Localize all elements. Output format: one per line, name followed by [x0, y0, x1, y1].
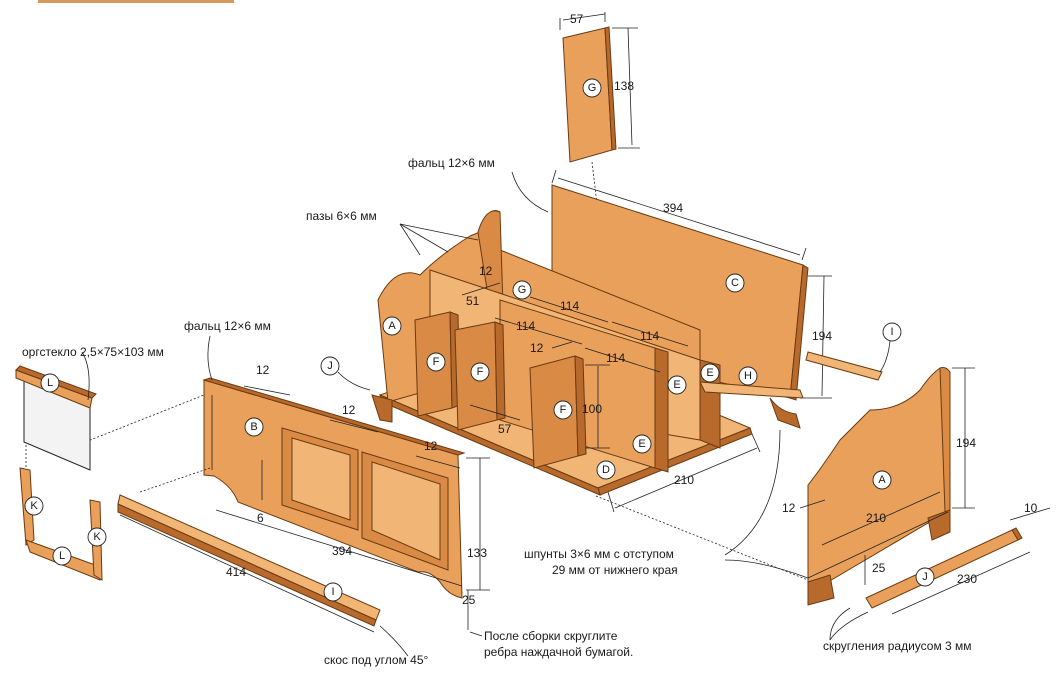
dim-b-133: 133	[467, 546, 487, 560]
label-f-2: F	[477, 366, 484, 378]
part-j-left: J	[320, 356, 371, 391]
dim-12-top: 12	[479, 264, 493, 278]
dim-114-a: 114	[560, 299, 579, 313]
header-bar	[38, 0, 234, 3]
dim-a-width: 210	[866, 511, 886, 525]
note-dowels-2: 29 мм от нижнего края	[552, 563, 678, 577]
main-box: D A E E E F F F	[306, 209, 804, 513]
label-a-right: A	[878, 474, 886, 486]
label-e-mid: E	[673, 379, 680, 391]
note-rounding: скругления радиусом 3 мм	[823, 639, 972, 653]
label-g-slot: G	[518, 284, 527, 296]
label-k-left: K	[30, 500, 38, 512]
dim-a-12: 12	[782, 501, 796, 515]
dim-j-230: 230	[957, 572, 977, 586]
label-l-bottom: L	[59, 550, 65, 562]
dim-57: 57	[498, 422, 512, 436]
label-b: B	[250, 421, 257, 433]
label-i-front: I	[331, 586, 334, 598]
part-a-right: A 194 210 12 25	[782, 367, 976, 606]
label-f-3: F	[560, 404, 567, 416]
dim-114-c: 114	[516, 319, 535, 333]
label-j-right: J	[922, 571, 928, 583]
note-dowels-1: шпунты 3×6 мм с отступом	[524, 547, 674, 561]
dowel-note: шпунты 3×6 мм с отступом 29 мм от нижнег…	[524, 429, 809, 581]
dim-b-12a: 12	[256, 363, 270, 377]
note-rebate-top: фальц 12×6 мм	[408, 156, 495, 170]
dim-b-12c: 12	[424, 439, 438, 453]
part-i-front: I 414 скос под углом 45°	[117, 467, 428, 667]
dim-b-394: 394	[332, 544, 352, 558]
label-g: G	[588, 82, 597, 94]
dim-51: 51	[466, 294, 480, 308]
label-d: D	[602, 464, 610, 476]
part-b: B фальц 12×6 мм 12 12 12 6 394 133 25 По…	[59, 319, 633, 659]
dim-100: 100	[582, 402, 602, 416]
label-k-right: K	[93, 531, 101, 543]
label-f-1: F	[433, 356, 440, 368]
dim-c-length: 394	[663, 201, 683, 215]
plexiglass-group: оргстекло 2,5×75×103 мм L K L K	[15, 345, 164, 581]
label-e-front: E	[638, 438, 645, 450]
label-e-back: E	[706, 367, 713, 379]
dim-g-width: 57	[570, 12, 584, 26]
part-i-back: I	[805, 322, 902, 381]
label-a-left: A	[388, 320, 396, 332]
dim-g-height: 138	[614, 79, 634, 93]
dim-210-base: 210	[674, 473, 694, 487]
part-j-right: J 230 10 скругления радиусом 3 мм	[823, 501, 1051, 653]
label-j-left: J	[327, 360, 333, 372]
label-g-circle	[582, 78, 602, 98]
dim-c-height: 194	[812, 329, 832, 343]
dim-i-414: 414	[226, 565, 246, 579]
dim-b-6: 6	[257, 511, 264, 525]
note-sanding-1: После сборки скруглите	[484, 629, 618, 643]
note-rebate-front: фальц 12×6 мм	[184, 319, 271, 333]
dim-12-mid: 12	[530, 341, 544, 355]
label-i-back: I	[890, 326, 893, 338]
label-l-top: L	[47, 377, 53, 389]
dim-a-height: 194	[956, 436, 976, 450]
note-sanding-2: ребра наждачной бумагой.	[484, 645, 633, 659]
dim-j-10: 10	[1024, 501, 1038, 515]
dim-b-25: 25	[462, 593, 476, 607]
dim-b-12b: 12	[342, 403, 356, 417]
dim-a-25: 25	[872, 561, 886, 575]
note-plexiglass: оргстекло 2,5×75×103 мм	[22, 345, 164, 359]
label-h: H	[744, 370, 752, 382]
note-bevel: скос под углом 45°	[324, 653, 428, 667]
note-grooves: пазы 6×6 мм	[306, 209, 377, 223]
label-c: C	[731, 277, 739, 289]
